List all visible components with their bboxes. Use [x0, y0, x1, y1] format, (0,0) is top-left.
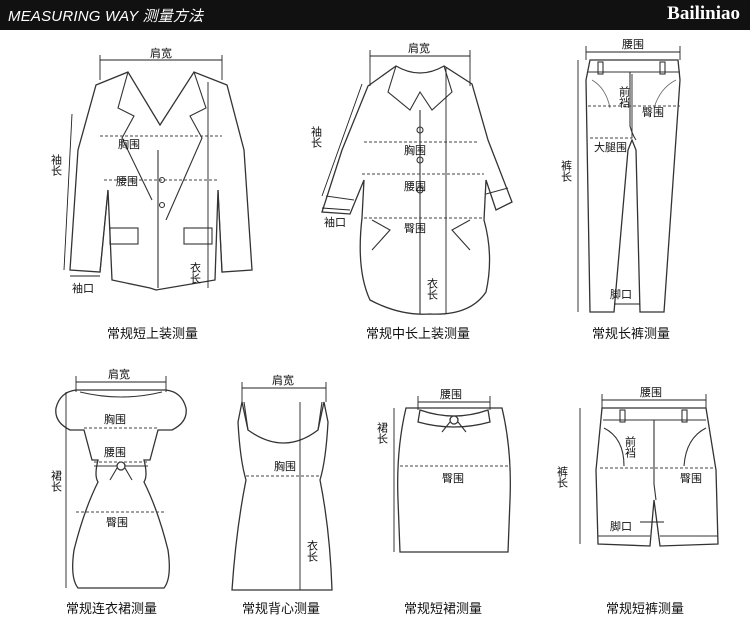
pants-belt-loop [597, 61, 604, 75]
jacket-sleeve-label: 袖长 [50, 153, 63, 176]
coat-length-label: 衣长 [426, 277, 439, 300]
coat-hip-label: 臀围 [404, 222, 426, 235]
vest-shoulder-label: 肩宽 [272, 373, 294, 387]
coat-figure [321, 65, 513, 315]
jacket-body [69, 71, 253, 291]
dress-hip-label: 臀围 [106, 516, 128, 529]
coat-cuff [325, 195, 355, 201]
pants-belt-loop [659, 61, 666, 75]
skirt-bow-tie [441, 421, 467, 433]
dress-neckline [79, 391, 163, 398]
shorts-fly [653, 420, 657, 501]
jacket-shoulder-label: 肩宽 [150, 46, 172, 60]
skirt-figure [397, 407, 511, 553]
pants-rise-label: 前裆 [618, 85, 631, 109]
header-title: MEASURING WAY 测量方法 [8, 8, 204, 25]
skirt-bow [449, 415, 459, 425]
vest-length-label: 衣长 [306, 539, 319, 562]
coat-button [416, 156, 424, 164]
dress-waist-label: 腰围 [104, 446, 126, 459]
coat-cuff [485, 187, 509, 195]
jacket-pocket-left [109, 227, 139, 245]
dress-bow [116, 461, 126, 471]
shorts-length-label: 裤长 [556, 465, 569, 488]
dress-caption: 常规连衣裙测量 [66, 601, 157, 617]
shorts-opening-label: 脚口 [610, 519, 632, 533]
coat-button [416, 186, 424, 194]
shorts-caption: 常规短裤测量 [606, 602, 684, 617]
skirt-caption: 常规短裙测量 [404, 602, 482, 617]
vest-body [231, 401, 333, 591]
jacket-caption: 常规短上装测量 [107, 327, 198, 342]
dress-chest-label: 胸围 [104, 412, 126, 426]
measuring-diagram: 肩宽 胸围 腰围 袖长 袖口 衣长 常规短上装测量 肩宽 胸围 腰围 臀围 袖长… [50, 38, 719, 617]
vest-strap [243, 401, 249, 431]
pants-opening-label: 脚口 [610, 287, 632, 301]
shorts-waist-label: 腰围 [640, 386, 662, 399]
pants-caption: 常规长裤测量 [592, 327, 670, 342]
vest-strap [317, 401, 323, 431]
vest-chest-label: 胸围 [274, 459, 296, 473]
skirt-length-label: 裙长 [376, 422, 389, 444]
coat-collar [387, 65, 453, 111]
shorts-figure [595, 407, 719, 547]
shorts-hip-label: 臀围 [680, 472, 702, 485]
dress-length-label: 裙长 [50, 470, 63, 492]
dress-shoulder-label: 肩宽 [108, 367, 130, 381]
coat-sleeve-label: 袖长 [310, 125, 323, 148]
jacket-sleeve-seam [217, 189, 223, 273]
jacket-waist-label: 腰围 [116, 175, 138, 188]
pants-body [585, 59, 681, 313]
brand-logo: Bailiniao [667, 3, 740, 24]
jacket-pocket-right [183, 227, 213, 245]
shorts-pocket [603, 427, 707, 467]
shorts-belt-loop [681, 409, 688, 423]
dress-body [55, 389, 187, 589]
skirt-hip-label: 臀围 [442, 472, 464, 485]
coat-waist-label: 腰围 [404, 180, 426, 193]
coat-sleeve-line [321, 83, 363, 197]
coat-button [416, 126, 424, 134]
coat-cuff-line [321, 207, 351, 211]
jacket-sleeve-seam [99, 189, 109, 273]
coat-cuff-label: 袖口 [324, 215, 346, 229]
vest-figure [231, 401, 333, 591]
vest-caption: 常规背心测量 [242, 602, 320, 617]
shorts-belt-loop [619, 409, 626, 423]
pants-figure [585, 59, 681, 313]
jacket-collar [117, 71, 207, 221]
shorts-rise-label: 前裆 [624, 435, 637, 459]
skirt-body [397, 407, 511, 553]
jacket-cuff-label: 袖口 [72, 281, 94, 295]
skirt-waist-label: 腰围 [440, 388, 462, 401]
coat-caption: 常规中长上装测量 [366, 327, 470, 342]
jacket-figure [69, 71, 253, 291]
shorts-body [595, 407, 719, 547]
coat-chest-label: 胸围 [404, 143, 426, 157]
pants-thigh-label: 大腿围 [594, 140, 627, 154]
jacket-button [158, 201, 166, 209]
coat-pocket-left [371, 219, 391, 251]
jacket-sleeve-line [63, 113, 73, 271]
pants-waist-label: 腰围 [622, 38, 644, 51]
coat-pocket-right [451, 219, 471, 251]
header-bar: MEASURING WAY 测量方法 Bailiniao [0, 0, 750, 30]
dress-bow-tie [109, 467, 133, 481]
jacket-chest-label: 胸围 [118, 137, 140, 151]
pants-length-label: 裤长 [560, 159, 573, 182]
coat-shoulder-label: 肩宽 [408, 41, 430, 55]
jacket-length-label: 衣长 [189, 261, 202, 284]
pants-hip-label: 臀围 [642, 106, 664, 119]
pants-pocket [591, 79, 677, 109]
